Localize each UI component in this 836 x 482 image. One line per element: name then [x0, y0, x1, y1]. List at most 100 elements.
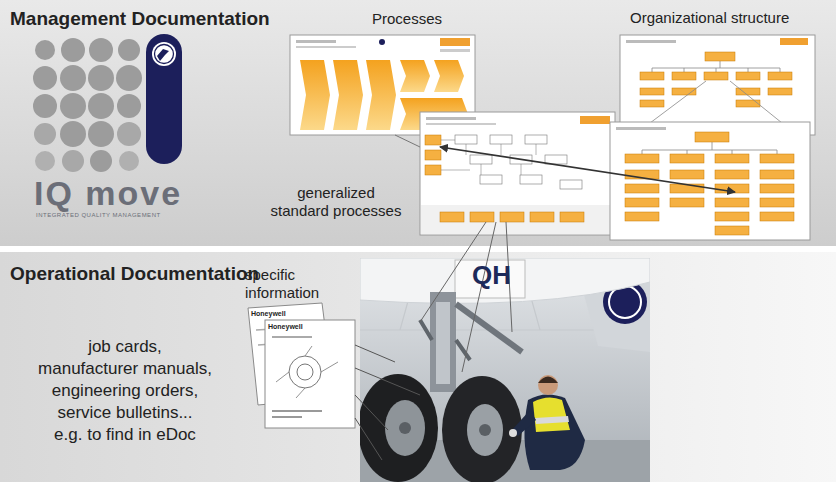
org-chart-thumbnail-art-part-part — [736, 72, 760, 80]
org-chart-thumbnail-art-part-part — [672, 72, 696, 80]
document-list-item: manufacturer manuals, — [5, 359, 245, 379]
photo-part — [420, 320, 470, 360]
process-thumbnail-art-part — [434, 60, 464, 92]
process-detail-art-part — [426, 117, 476, 120]
iq-move-logo-part — [89, 38, 113, 62]
process-detail-art-part-part — [425, 165, 441, 175]
org-chart-thumbnail-text: Organizational structure — [630, 9, 789, 27]
process-detail-art-part-part — [455, 135, 477, 144]
process-detail-art-part-part — [480, 175, 502, 184]
photo-part — [455, 260, 525, 298]
process-detail-art-part-part — [470, 155, 492, 164]
photo-part — [535, 416, 569, 424]
process-thumbnail-art-part — [379, 39, 385, 45]
iq-move-logo-part — [34, 123, 56, 145]
zoom-lines — [420, 222, 512, 372]
org-chart-detail-art-part-part — [760, 184, 794, 193]
iq-move-logo-part — [152, 42, 176, 66]
process-detail-art-part-part — [425, 150, 441, 160]
process-thumbnail-art-part — [290, 35, 475, 135]
iq-move-logo-part — [60, 93, 86, 119]
documents-part — [272, 410, 322, 412]
documents — [248, 303, 355, 428]
process-thumbnail-art-part — [333, 60, 363, 130]
leader-lines-part — [355, 368, 420, 395]
org-chart-detail-art-part-part — [670, 198, 704, 207]
org-chart-detail-art-part-part — [715, 154, 749, 163]
org-chart-thumbnail-art-part — [640, 52, 792, 107]
org-chart-detail-art-part — [650, 81, 782, 123]
org-chart-detail-art-part-part — [715, 198, 749, 207]
org-chart-detail-art-part-part — [715, 170, 749, 179]
process-detail-text: generalized standard processes — [268, 184, 404, 220]
process-thumbnail-art-part — [366, 60, 396, 130]
org-chart-detail-art-part — [642, 142, 777, 154]
org-chart-thumbnail-art-part-part — [736, 100, 760, 107]
process-detail-art-part-part — [425, 135, 441, 145]
photo-part — [360, 258, 650, 303]
org-chart-thumbnail-art — [620, 35, 815, 135]
org-chart-detail-art-part — [616, 127, 666, 130]
zoom-connector — [395, 135, 420, 147]
org-chart-detail-art-part-part — [625, 184, 659, 193]
document-brand: Honeywell — [268, 323, 303, 331]
leader-lines-part — [355, 345, 395, 362]
photo-part — [467, 404, 503, 456]
photo-part — [385, 400, 425, 456]
section-band-text: Management Documentation — [10, 8, 270, 31]
process-detail-art-part-part — [560, 212, 584, 222]
process-thumbnail-art-part — [296, 46, 356, 48]
iq-move-logo-part — [35, 151, 55, 171]
iq-move-logo-part — [33, 66, 57, 90]
photo-part — [360, 374, 438, 482]
iq-move-logo-part — [117, 122, 141, 146]
org-chart-detail-art-part-part — [760, 212, 794, 221]
photo-part — [538, 375, 558, 395]
iq-move-logo-part — [60, 121, 86, 147]
org-chart-detail-art-part-part — [760, 154, 794, 163]
photo — [360, 258, 650, 482]
logo-subtitle: INTEGRATED QUALITY MANAGEMENT — [36, 212, 161, 219]
documents-part — [276, 346, 338, 398]
org-chart-thumbnail-art-part-part — [640, 72, 664, 80]
org-chart-detail-art-part-part — [670, 154, 704, 163]
iq-move-logo-part — [118, 39, 140, 61]
org-chart-detail-art-part-part — [715, 226, 749, 235]
iq-move-logo — [33, 34, 182, 172]
double-arrow — [440, 147, 735, 192]
process-detail-art-part-part — [560, 180, 582, 189]
process-thumbnail-art-part — [400, 60, 430, 92]
photo-part — [436, 302, 450, 384]
process-detail-art-part-part — [490, 135, 512, 144]
zoom-lines-part — [462, 222, 496, 372]
org-chart-detail-art-part-part — [760, 198, 794, 207]
org-chart-detail-art-part-part — [625, 154, 659, 163]
process-detail: generalized standard processes — [420, 112, 615, 235]
photo-part — [442, 376, 522, 482]
process-thumbnail-art — [290, 35, 475, 135]
documents-part — [289, 356, 321, 388]
documents-part — [272, 416, 302, 418]
process-thumbnail-art-part — [296, 40, 336, 43]
documents-part — [297, 364, 313, 380]
org-chart-detail-art-part-part — [695, 132, 729, 142]
iq-move-logo-part — [155, 45, 174, 64]
org-chart-thumbnail-art-part-part — [768, 72, 792, 80]
leader-lines-part — [355, 418, 382, 460]
document-list-item: engineering orders, — [5, 381, 245, 401]
org-chart-detail-art — [610, 81, 810, 240]
process-detail-art-part-part — [440, 212, 464, 222]
aircraft-marking: QH — [472, 261, 511, 290]
org-chart-thumbnail-art-part-part — [704, 72, 728, 80]
iq-move-logo-part — [88, 65, 114, 91]
iq-move-logo-part — [88, 93, 114, 119]
document-list-item: e.g. to find in eDoc — [5, 425, 245, 445]
photo-part — [479, 424, 491, 436]
process-detail-art-part — [441, 140, 536, 175]
org-chart-thumbnail-art-part — [626, 40, 676, 43]
process-detail-art-part-part — [520, 175, 542, 184]
document-brand: Honeywell — [251, 310, 286, 318]
band-grounds-part — [0, 0, 836, 246]
process-detail-art-part-part — [525, 135, 547, 144]
